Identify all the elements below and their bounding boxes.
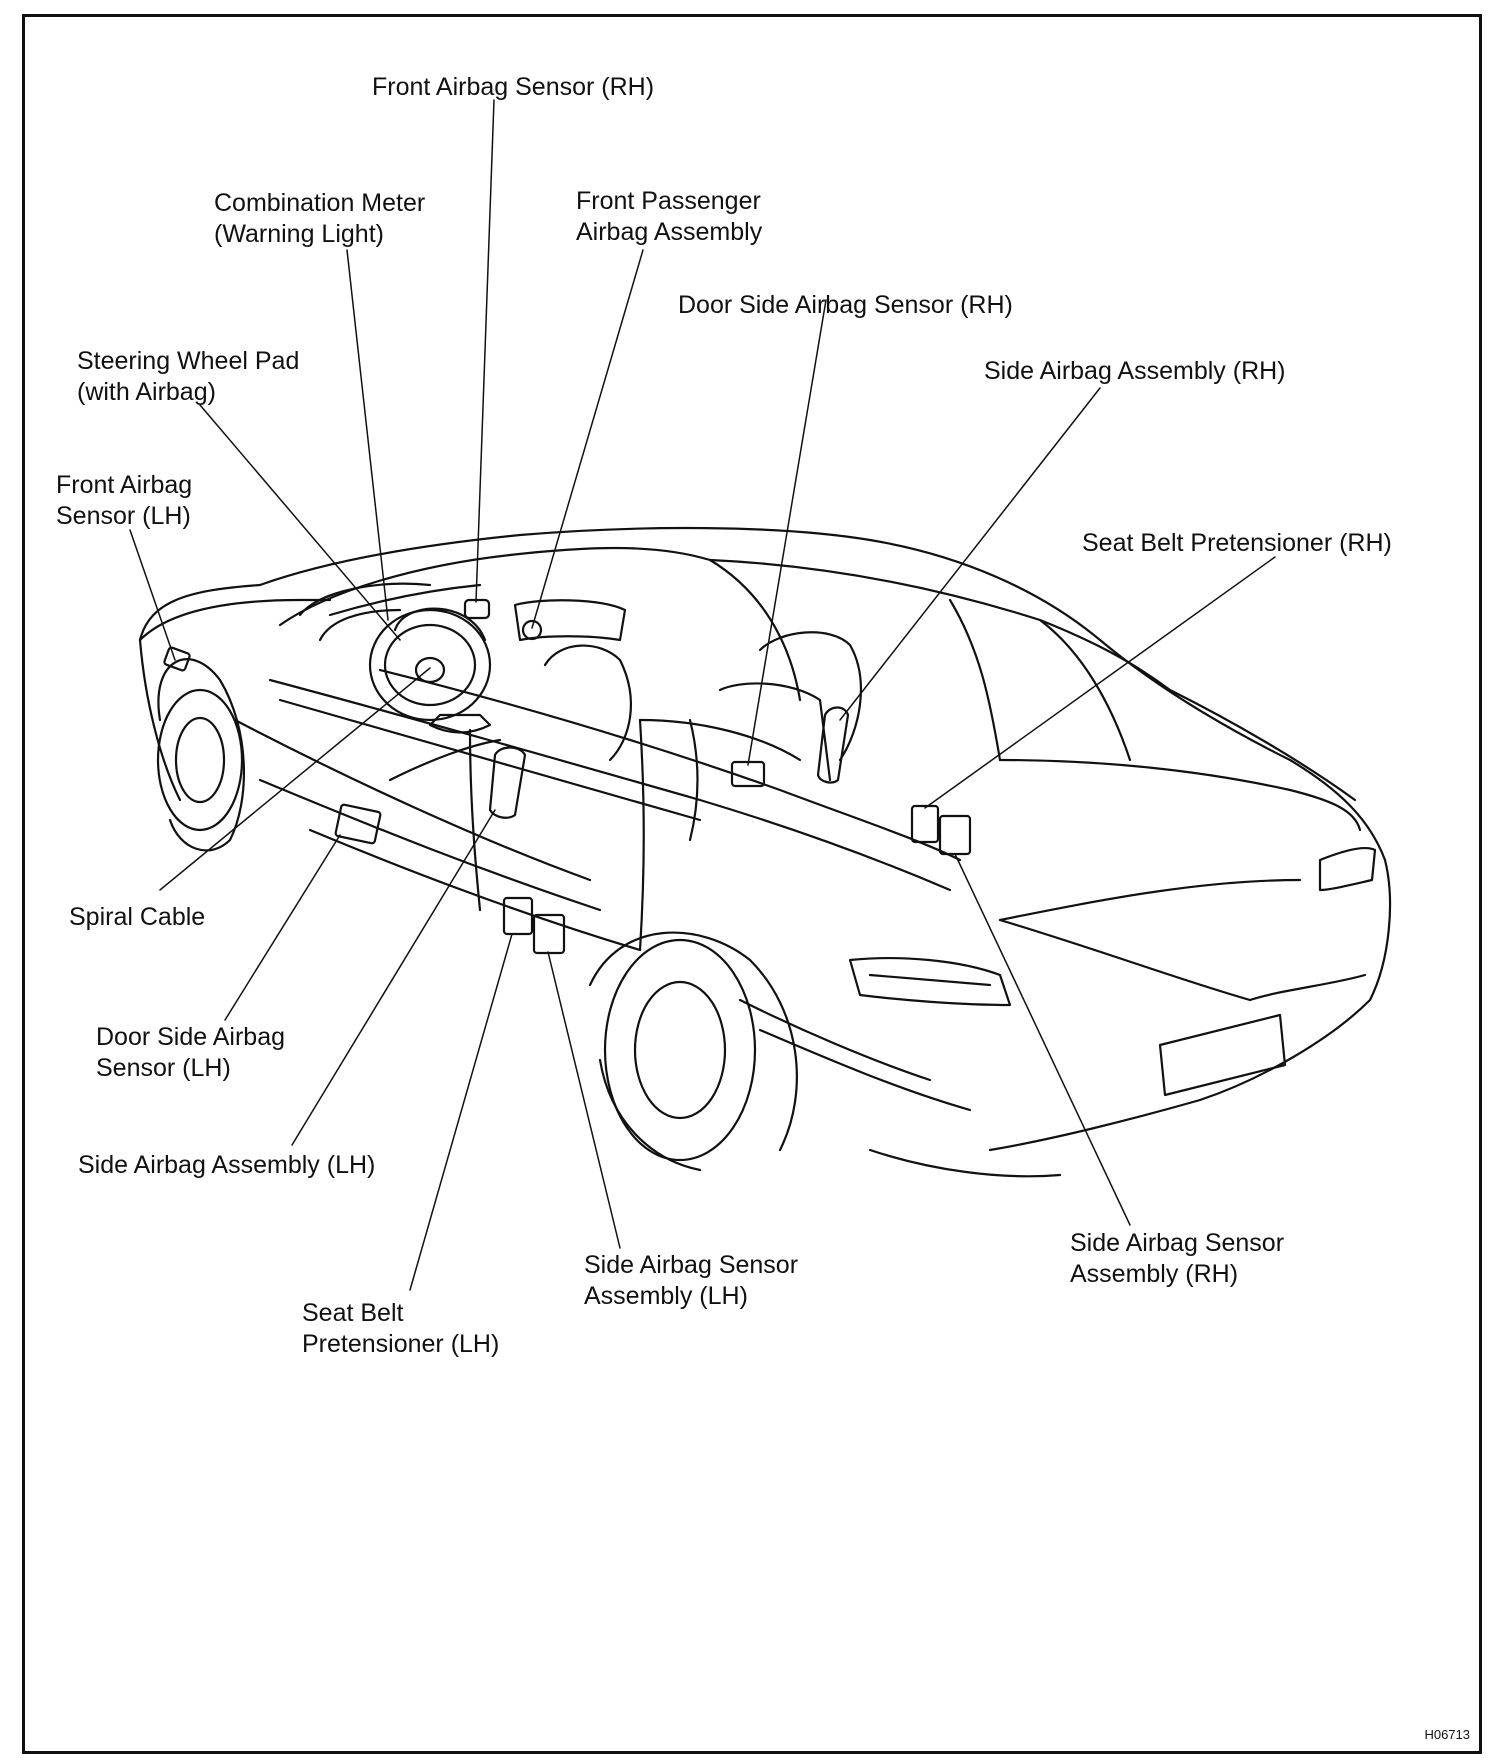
label-line: Spiral Cable xyxy=(69,903,206,931)
car-body xyxy=(138,526,1392,1178)
label-side-airbag-assembly-rh: Side Airbag Assembly (RH) xyxy=(984,356,1286,387)
label-seat-belt-pretensioner-rh: Seat Belt Pretensioner (RH) xyxy=(1082,528,1392,559)
label-side-airbag-assembly-lh: Side Airbag Assembly (LH) xyxy=(78,1150,375,1181)
label-line: Side Airbag Sensor xyxy=(584,1251,799,1279)
pretensioner-lh-part xyxy=(502,896,534,936)
label-line: (with Airbag) xyxy=(77,378,216,406)
front-airbag-sensor-lh-part xyxy=(163,646,191,672)
label-line: Airbag Assembly xyxy=(576,218,763,246)
label-line: Sensor (LH) xyxy=(96,1054,231,1082)
label-combination-meter: Combination Meter (Warning Light) xyxy=(214,188,425,250)
label-line: Side Airbag Assembly (RH) xyxy=(984,357,1286,385)
label-line: Sensor (LH) xyxy=(56,502,191,530)
leader-lines xyxy=(129,99,1276,1291)
label-line: Door Side Airbag xyxy=(96,1023,286,1051)
label-line: Pretensioner (LH) xyxy=(302,1330,500,1358)
front-passenger-airbag-part xyxy=(513,599,627,642)
diagram-frame xyxy=(22,14,1482,1754)
label-line: (Warning Light) xyxy=(214,220,384,248)
door-side-sensor-lh-part xyxy=(334,803,382,845)
label-front-airbag-sensor-rh: Front Airbag Sensor (RH) xyxy=(372,72,654,103)
label-spiral-cable: Spiral Cable xyxy=(69,902,205,933)
label-line: Seat Belt Pretensioner (RH) xyxy=(1082,529,1392,557)
side-airbag-lh-part xyxy=(488,746,527,819)
front-airbag-sensor-rh-part xyxy=(463,598,491,620)
label-steering-wheel-pad: Steering Wheel Pad (with Airbag) xyxy=(77,346,299,408)
label-line: Front Airbag xyxy=(56,471,193,499)
pretensioner-rh-part xyxy=(910,804,940,844)
label-line: Side Airbag Sensor xyxy=(1070,1229,1285,1257)
components xyxy=(163,598,972,955)
side-airbag-rh-part xyxy=(816,706,850,784)
label-line: Assembly (RH) xyxy=(1070,1260,1239,1288)
label-line: Front Passenger xyxy=(576,187,761,215)
label-front-passenger-airbag: Front Passenger Airbag Assembly xyxy=(576,186,762,248)
label-line: Steering Wheel Pad xyxy=(77,347,300,375)
label-line: Side Airbag Assembly (LH) xyxy=(78,1151,376,1179)
label-seat-belt-pretensioner-lh: Seat Belt Pretensioner (LH) xyxy=(302,1298,499,1360)
side-sensor-rh-part xyxy=(938,814,972,856)
label-door-side-airbag-sensor-rh: Door Side Airbag Sensor (RH) xyxy=(678,290,1013,321)
label-line: Seat Belt xyxy=(302,1299,404,1327)
label-line: Door Side Airbag Sensor (RH) xyxy=(678,291,1013,319)
combination-meter-part xyxy=(521,619,543,641)
label-line: Assembly (LH) xyxy=(584,1282,748,1310)
label-line: Combination Meter xyxy=(214,189,426,217)
figure-code: H06713 xyxy=(1424,1727,1470,1742)
label-line: Front Airbag Sensor (RH) xyxy=(372,73,655,101)
label-door-side-airbag-sensor-lh: Door Side Airbag Sensor (LH) xyxy=(96,1022,285,1084)
label-side-airbag-sensor-lh: Side Airbag Sensor Assembly (LH) xyxy=(584,1250,798,1312)
label-front-airbag-sensor-lh: Front Airbag Sensor (LH) xyxy=(56,470,192,532)
label-side-airbag-sensor-rh: Side Airbag Sensor Assembly (RH) xyxy=(1070,1228,1284,1290)
